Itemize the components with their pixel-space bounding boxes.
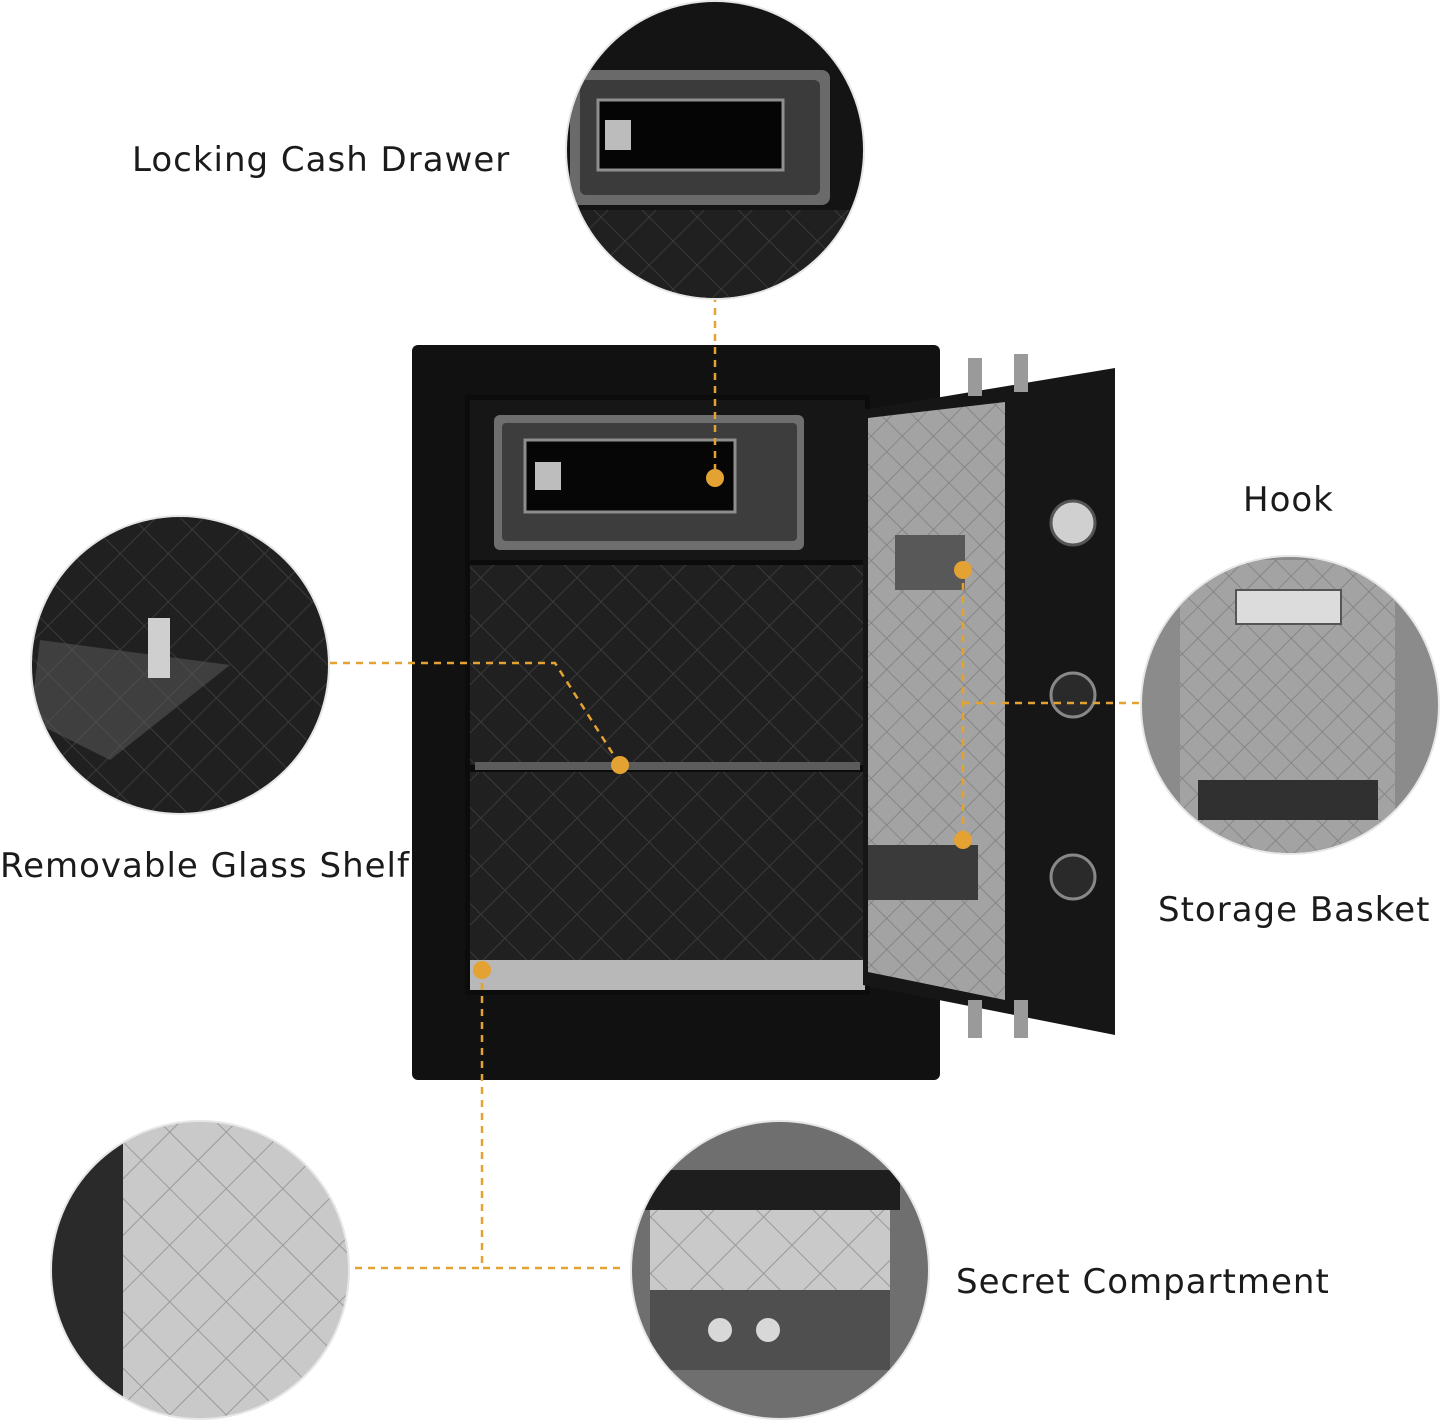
detail-circle-hook xyxy=(1140,555,1440,855)
safe-body xyxy=(412,345,1115,1080)
label-removable-glass-shelf: Removable Glass Shelf xyxy=(0,846,410,886)
glass-shelf xyxy=(475,762,860,770)
label-storage-basket: Storage Basket xyxy=(1158,890,1431,930)
detail-circle-shelf xyxy=(30,515,330,815)
label-locking-cash-drawer: Locking Cash Drawer xyxy=(132,140,511,180)
detail-circle-drawer xyxy=(565,0,865,300)
label-hook: Hook xyxy=(1243,480,1334,520)
label-secret-compartment: Secret Compartment xyxy=(956,1262,1330,1302)
leader-lines xyxy=(330,295,1145,1270)
detail-circle-lining xyxy=(50,1120,350,1420)
detail-circle-secret xyxy=(630,1120,930,1420)
leader-dots xyxy=(473,469,972,979)
